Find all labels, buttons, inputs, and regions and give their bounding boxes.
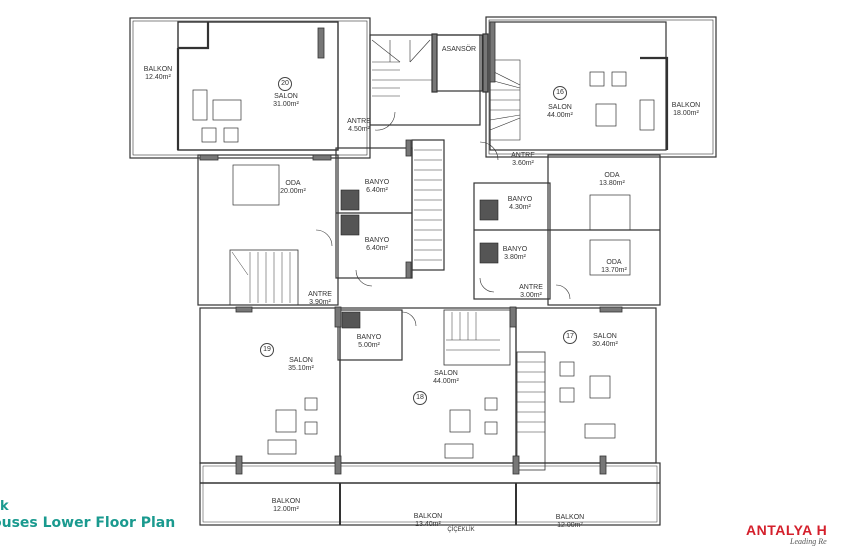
unit-number-19: 19 (260, 343, 274, 357)
unit-17-salon (515, 307, 657, 464)
banyo-18 (337, 309, 403, 361)
room-area: 31.00m² (273, 101, 299, 108)
unit-number-17: 17 (563, 330, 577, 344)
balcony-strip (199, 462, 661, 526)
room-area: 12.00m² (557, 522, 583, 529)
room-name: BALKON (671, 102, 701, 109)
room-area: 35.10m² (288, 365, 314, 372)
room-label-asansor: ASANSÖR (442, 46, 476, 54)
brand-tagline: Leading Re (790, 537, 827, 546)
room-name: BALKON (271, 498, 301, 505)
room-area: 44.00m² (547, 112, 573, 119)
room-name: ANTRE (519, 284, 543, 291)
room-area: 4.50m² (348, 126, 370, 133)
room-name: SALON (548, 104, 572, 111)
unit-number-18: 18 (413, 391, 427, 405)
central-stair (411, 139, 445, 271)
room-name: BALKON (143, 66, 173, 73)
room-name: SALON (274, 93, 298, 100)
room-name: SALON (289, 357, 313, 364)
unit-number-20: 20 (278, 77, 292, 91)
caption-line-1: k (0, 499, 9, 514)
room-area: 5.00m² (358, 342, 380, 349)
unit-20-outline (129, 17, 371, 159)
room-area: 30.40m² (592, 341, 618, 348)
room-name: BANYO (502, 246, 528, 253)
room-area: 44.00m² (433, 378, 459, 385)
room-name: ODA (285, 180, 301, 187)
room-name: BANYO (364, 179, 390, 186)
bathroom-block-right (473, 182, 551, 300)
room-name: ANTRE (308, 291, 332, 298)
unit-number-16: 16 (553, 86, 567, 100)
room-area: 3.80m² (504, 254, 526, 261)
room-name: ANTRE (347, 118, 371, 125)
room-area: 20.00m² (280, 188, 306, 195)
room-area: 13.40m² (415, 521, 441, 528)
caption-line-2: ouses Lower Floor Plan (0, 515, 176, 531)
brand-logo: ANTALYA H (746, 522, 828, 538)
room-name: BANYO (507, 196, 533, 203)
room-area: 3.00m² (520, 292, 542, 299)
room-area: 6.40m² (366, 187, 388, 194)
planter-text: ÇİÇEKLİK (447, 527, 475, 533)
unit-18-salon (339, 307, 517, 464)
room-name: ASANSÖR (441, 46, 477, 53)
room-name: ODA (606, 259, 622, 266)
room-area: 12.40m² (145, 74, 171, 81)
room-name: BALKON (555, 514, 585, 521)
room-area: 18.00m² (673, 110, 699, 117)
room-area: 3.90m² (309, 299, 331, 306)
planter-label: ÇİÇEKLİK (447, 526, 474, 534)
room-name: BANYO (364, 237, 390, 244)
room-name: ANTRE (511, 152, 535, 159)
room-area: 4.30m² (509, 204, 531, 211)
room-name: SALON (434, 370, 458, 377)
room-name: ODA (604, 172, 620, 179)
room-name: BANYO (356, 334, 382, 341)
room-area: 12.00m² (273, 506, 299, 513)
room-area: 13.70m² (601, 267, 627, 274)
room-name: BALKON (413, 513, 443, 520)
room-name: SALON (593, 333, 617, 340)
elevator-shaft (435, 34, 483, 92)
unit-16-outline (485, 16, 717, 158)
room-area: 3.60m² (512, 160, 534, 167)
room-area: 6.40m² (366, 245, 388, 252)
room-area: 13.80m² (599, 180, 625, 187)
oda-block-right (547, 154, 661, 306)
